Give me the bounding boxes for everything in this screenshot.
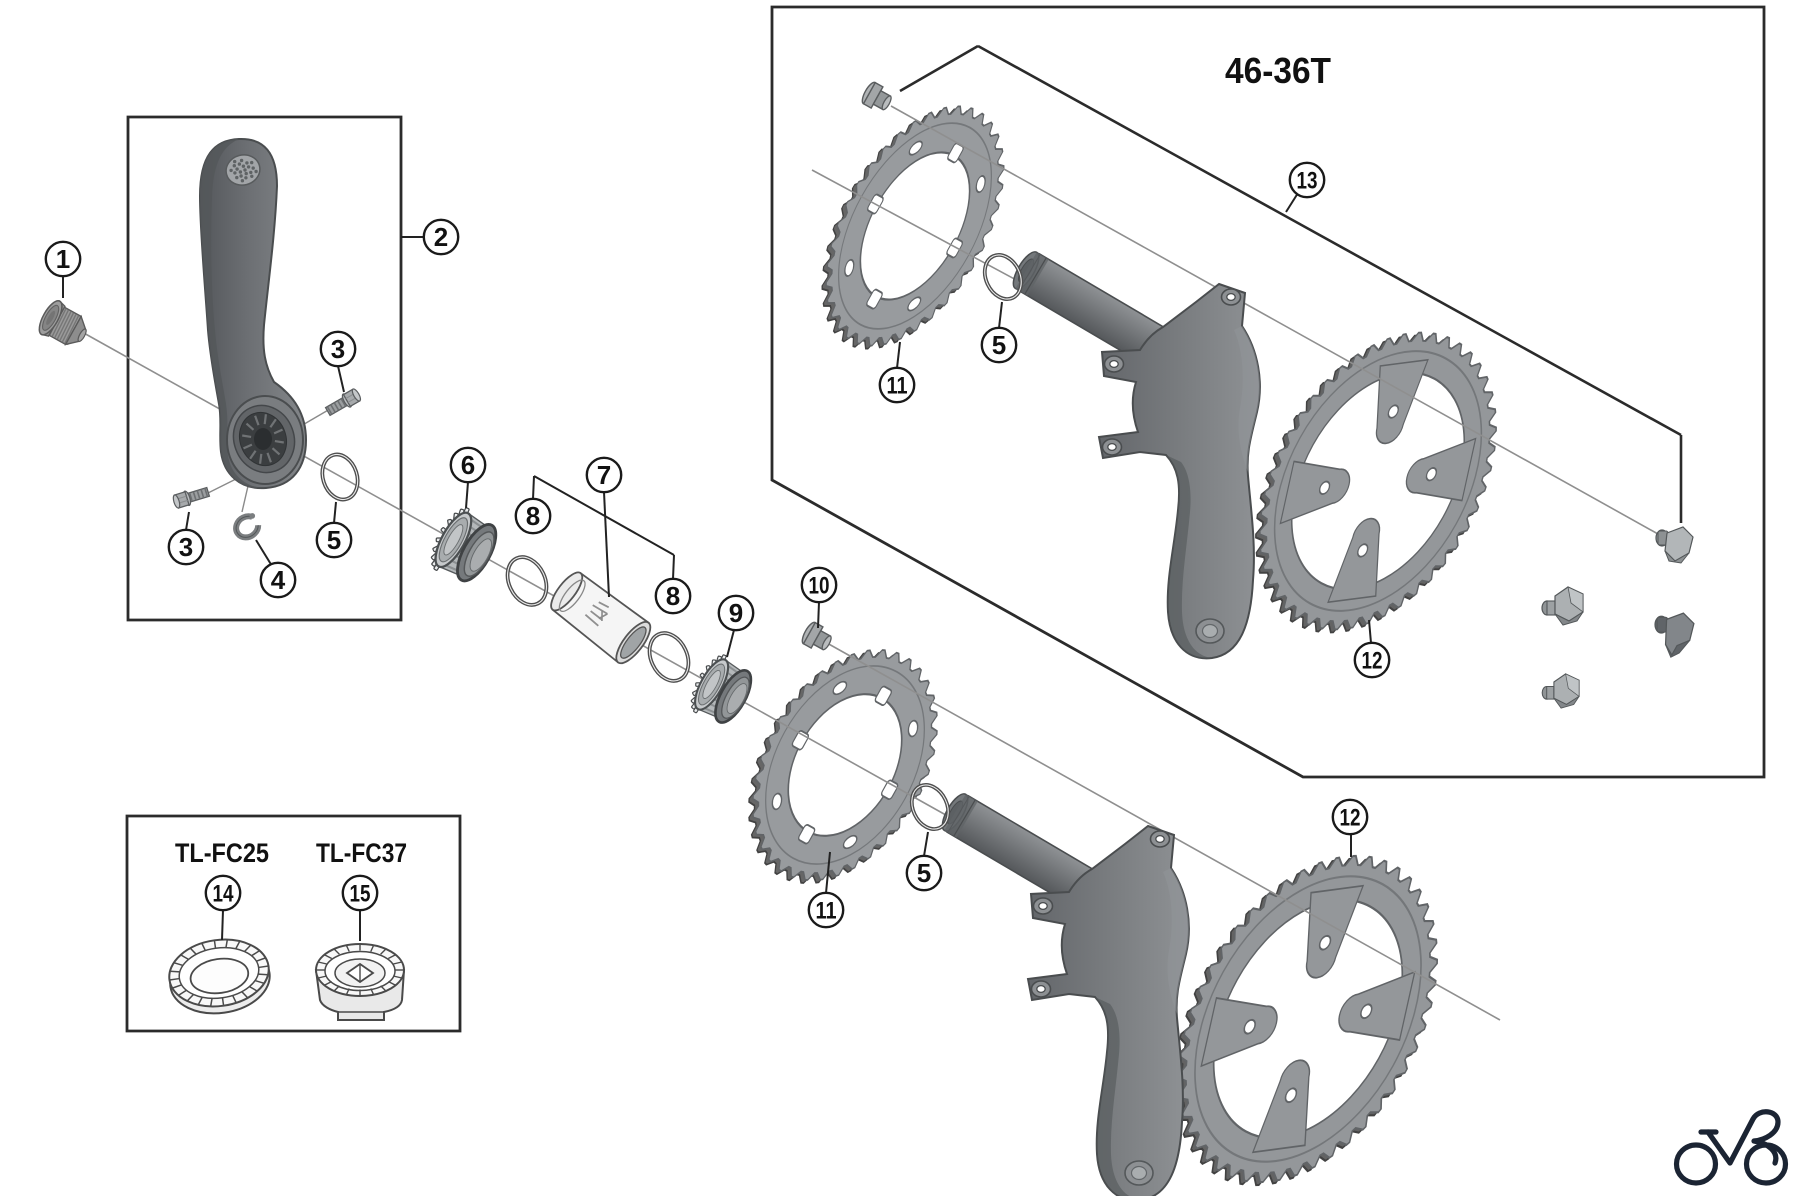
svg-text:10: 10 <box>809 573 830 600</box>
svg-text:5: 5 <box>917 858 931 888</box>
svg-text:2: 2 <box>434 222 448 252</box>
svg-text:7: 7 <box>597 460 611 490</box>
svg-text:4: 4 <box>271 565 286 595</box>
svg-text:3: 3 <box>331 334 345 364</box>
svg-text:6: 6 <box>461 450 475 480</box>
svg-text:15: 15 <box>350 881 371 908</box>
svg-text:12: 12 <box>1340 805 1361 832</box>
svg-text:11: 11 <box>887 373 908 400</box>
svg-text:46-36T: 46-36T <box>1225 50 1331 91</box>
svg-text:5: 5 <box>992 330 1006 360</box>
svg-text:8: 8 <box>526 501 540 531</box>
svg-text:11: 11 <box>816 898 837 925</box>
svg-text:9: 9 <box>729 598 743 628</box>
svg-text:3: 3 <box>179 532 193 562</box>
svg-text:TL-FC37: TL-FC37 <box>316 838 407 868</box>
svg-text:13: 13 <box>1297 168 1318 195</box>
svg-text:14: 14 <box>213 881 235 908</box>
svg-text:TL-FC25: TL-FC25 <box>175 838 269 868</box>
svg-text:5: 5 <box>327 525 341 555</box>
svg-text:1: 1 <box>56 244 70 274</box>
svg-text:12: 12 <box>1362 648 1383 675</box>
svg-text:8: 8 <box>666 581 680 611</box>
